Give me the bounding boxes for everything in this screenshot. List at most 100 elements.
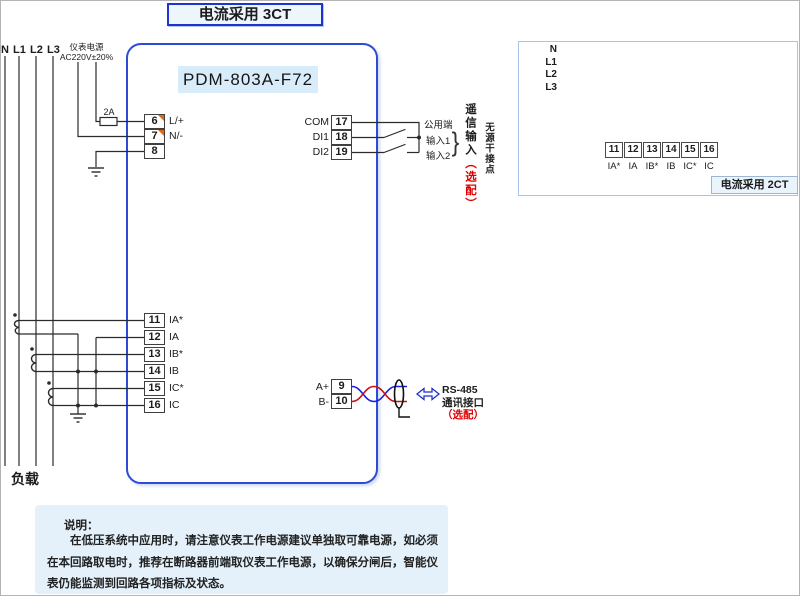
terminal-13-label: IB* (169, 348, 184, 360)
terminal-10: 10 (331, 394, 352, 409)
di-common-wire-label: 公用端 (424, 120, 453, 131)
ct2-terminal-13: 13 (643, 142, 661, 158)
terminal-14-label: IB (169, 365, 179, 377)
shield-drain-wire (398, 408, 410, 418)
terminal-number: 19 (335, 146, 348, 158)
shield-ellipse-icon (393, 379, 405, 409)
di-com-label: COM (304, 116, 330, 128)
aux-power-rating: AC220V±20% (59, 51, 114, 62)
live-wire (95, 62, 144, 123)
terminal-number: 16 (703, 144, 715, 155)
ct2-terminal-14: 14 (662, 142, 680, 158)
terminal-12: 12 (144, 330, 165, 345)
terminal-16: 16 (144, 398, 165, 413)
switch-blade (383, 128, 406, 139)
polarity-corner-mark (158, 130, 164, 136)
ct2-terminal-15: 15 (681, 142, 699, 158)
di-group-label: 遥信输入（选配） (462, 103, 478, 211)
ct-c (47, 381, 144, 407)
terminal-number: 11 (608, 144, 620, 155)
junction-dot (417, 135, 421, 140)
twisted-pair-b-wire (351, 385, 407, 403)
switch-blade (383, 143, 406, 154)
fuse-rating-label: 2A (103, 107, 115, 117)
ct2-panel-title: 电流采用 2CT (711, 176, 798, 194)
twisted-pair-a-wire (351, 385, 407, 403)
junction-dot (76, 403, 80, 408)
terminal-6: 6 (144, 114, 165, 129)
terminal-number: 15 (684, 144, 696, 155)
ct-b (30, 347, 144, 373)
ct2-terminal-13-label: IB* (645, 161, 659, 172)
di1-label: DI1 (312, 131, 329, 143)
ct2-line-l1: L1 (545, 56, 557, 68)
di-input2-wire-label: 输入2 (426, 150, 451, 162)
mains-label-l2: L2 (30, 44, 43, 56)
ct-common-bus (70, 334, 144, 423)
terminal-number: 6 (151, 115, 158, 127)
aux-power-name: 仪表电源 (69, 42, 104, 52)
note-box (35, 505, 448, 594)
junction-dot (94, 403, 98, 408)
terminal-number: 17 (335, 116, 348, 128)
terminal-number: 8 (151, 145, 158, 157)
di-brace: } (451, 127, 460, 157)
ct-coil-icon (13, 319, 20, 335)
rs485-optional: （选配） (442, 409, 484, 421)
rs485-a-label: A+ (315, 381, 329, 393)
device-model: PDM-803A-F72 (178, 66, 318, 93)
polarity-dot (47, 381, 51, 385)
mains-label-n: N (1, 44, 9, 56)
terminal-number: 12 (627, 144, 639, 155)
ct2-terminal-16-label: IC (704, 161, 714, 172)
terminal-number: 13 (148, 348, 161, 360)
ct2-line-l3: L3 (545, 81, 557, 93)
mains-lines (4, 56, 54, 466)
note-body: 在低压系统中应用时，请注意仪表工作电源建议单独取可靠电源，如必须在本回路取电时，… (47, 535, 438, 590)
terminal-number: 11 (148, 314, 161, 326)
ct-coil-icon (47, 387, 54, 407)
ct2-terminal-15-label: IC* (683, 161, 697, 172)
ct2-terminal-12-label: IA (628, 161, 638, 172)
mains-label-l1: L1 (13, 44, 26, 56)
aux-power-label: 仪表电源 AC220V±20% (55, 42, 118, 62)
earth-wire (95, 150, 144, 167)
diagram-title: 电流采用 3CT (167, 3, 323, 26)
terminal-13: 13 (144, 347, 165, 362)
terminal-number: 10 (335, 395, 348, 407)
ground-icon (70, 413, 86, 423)
terminal-7: 7 (144, 129, 165, 144)
dry-contact-label: 无源干接点 (483, 122, 494, 175)
terminal-7-label: N/- (169, 130, 183, 142)
ct2-terminal-11: 11 (605, 142, 623, 158)
terminal-number: 14 (665, 144, 677, 155)
di-wiring (352, 121, 421, 154)
remote-signal-label: 遥信输入 (464, 103, 476, 157)
terminal-number: 14 (148, 365, 161, 377)
load-label: 负载 (11, 471, 39, 487)
note-heading: 说明： (64, 520, 99, 532)
polarity-dot (13, 313, 17, 317)
terminal-14: 14 (144, 364, 165, 379)
rs485-port: 通讯接口 (442, 396, 484, 409)
fuse-icon (99, 116, 118, 127)
ct-coil-icon (30, 353, 37, 373)
terminal-number: 13 (646, 144, 658, 155)
ct2-terminal-11-label: IA* (607, 161, 621, 172)
terminal-6-label: L/+ (169, 115, 184, 127)
ct2-line-n: N (549, 44, 557, 55)
ct2-terminal-16: 16 (700, 142, 718, 158)
terminal-11-label: IA* (169, 314, 184, 326)
terminal-15: 15 (144, 381, 165, 396)
ct2-line-l2: L2 (545, 69, 557, 80)
ct2-terminal-14-label: IB (666, 161, 676, 172)
terminal-number: 12 (148, 331, 161, 343)
rs485-wiring (351, 379, 441, 418)
di-optional-label: （选配） (464, 157, 476, 211)
terminal-15-label: IC* (169, 382, 184, 394)
ct2-panel (518, 41, 798, 196)
polarity-corner-mark (158, 115, 164, 121)
rs485-port-label: RS-485 通讯接口 （选配） (442, 384, 484, 422)
terminal-number: 9 (338, 380, 345, 392)
